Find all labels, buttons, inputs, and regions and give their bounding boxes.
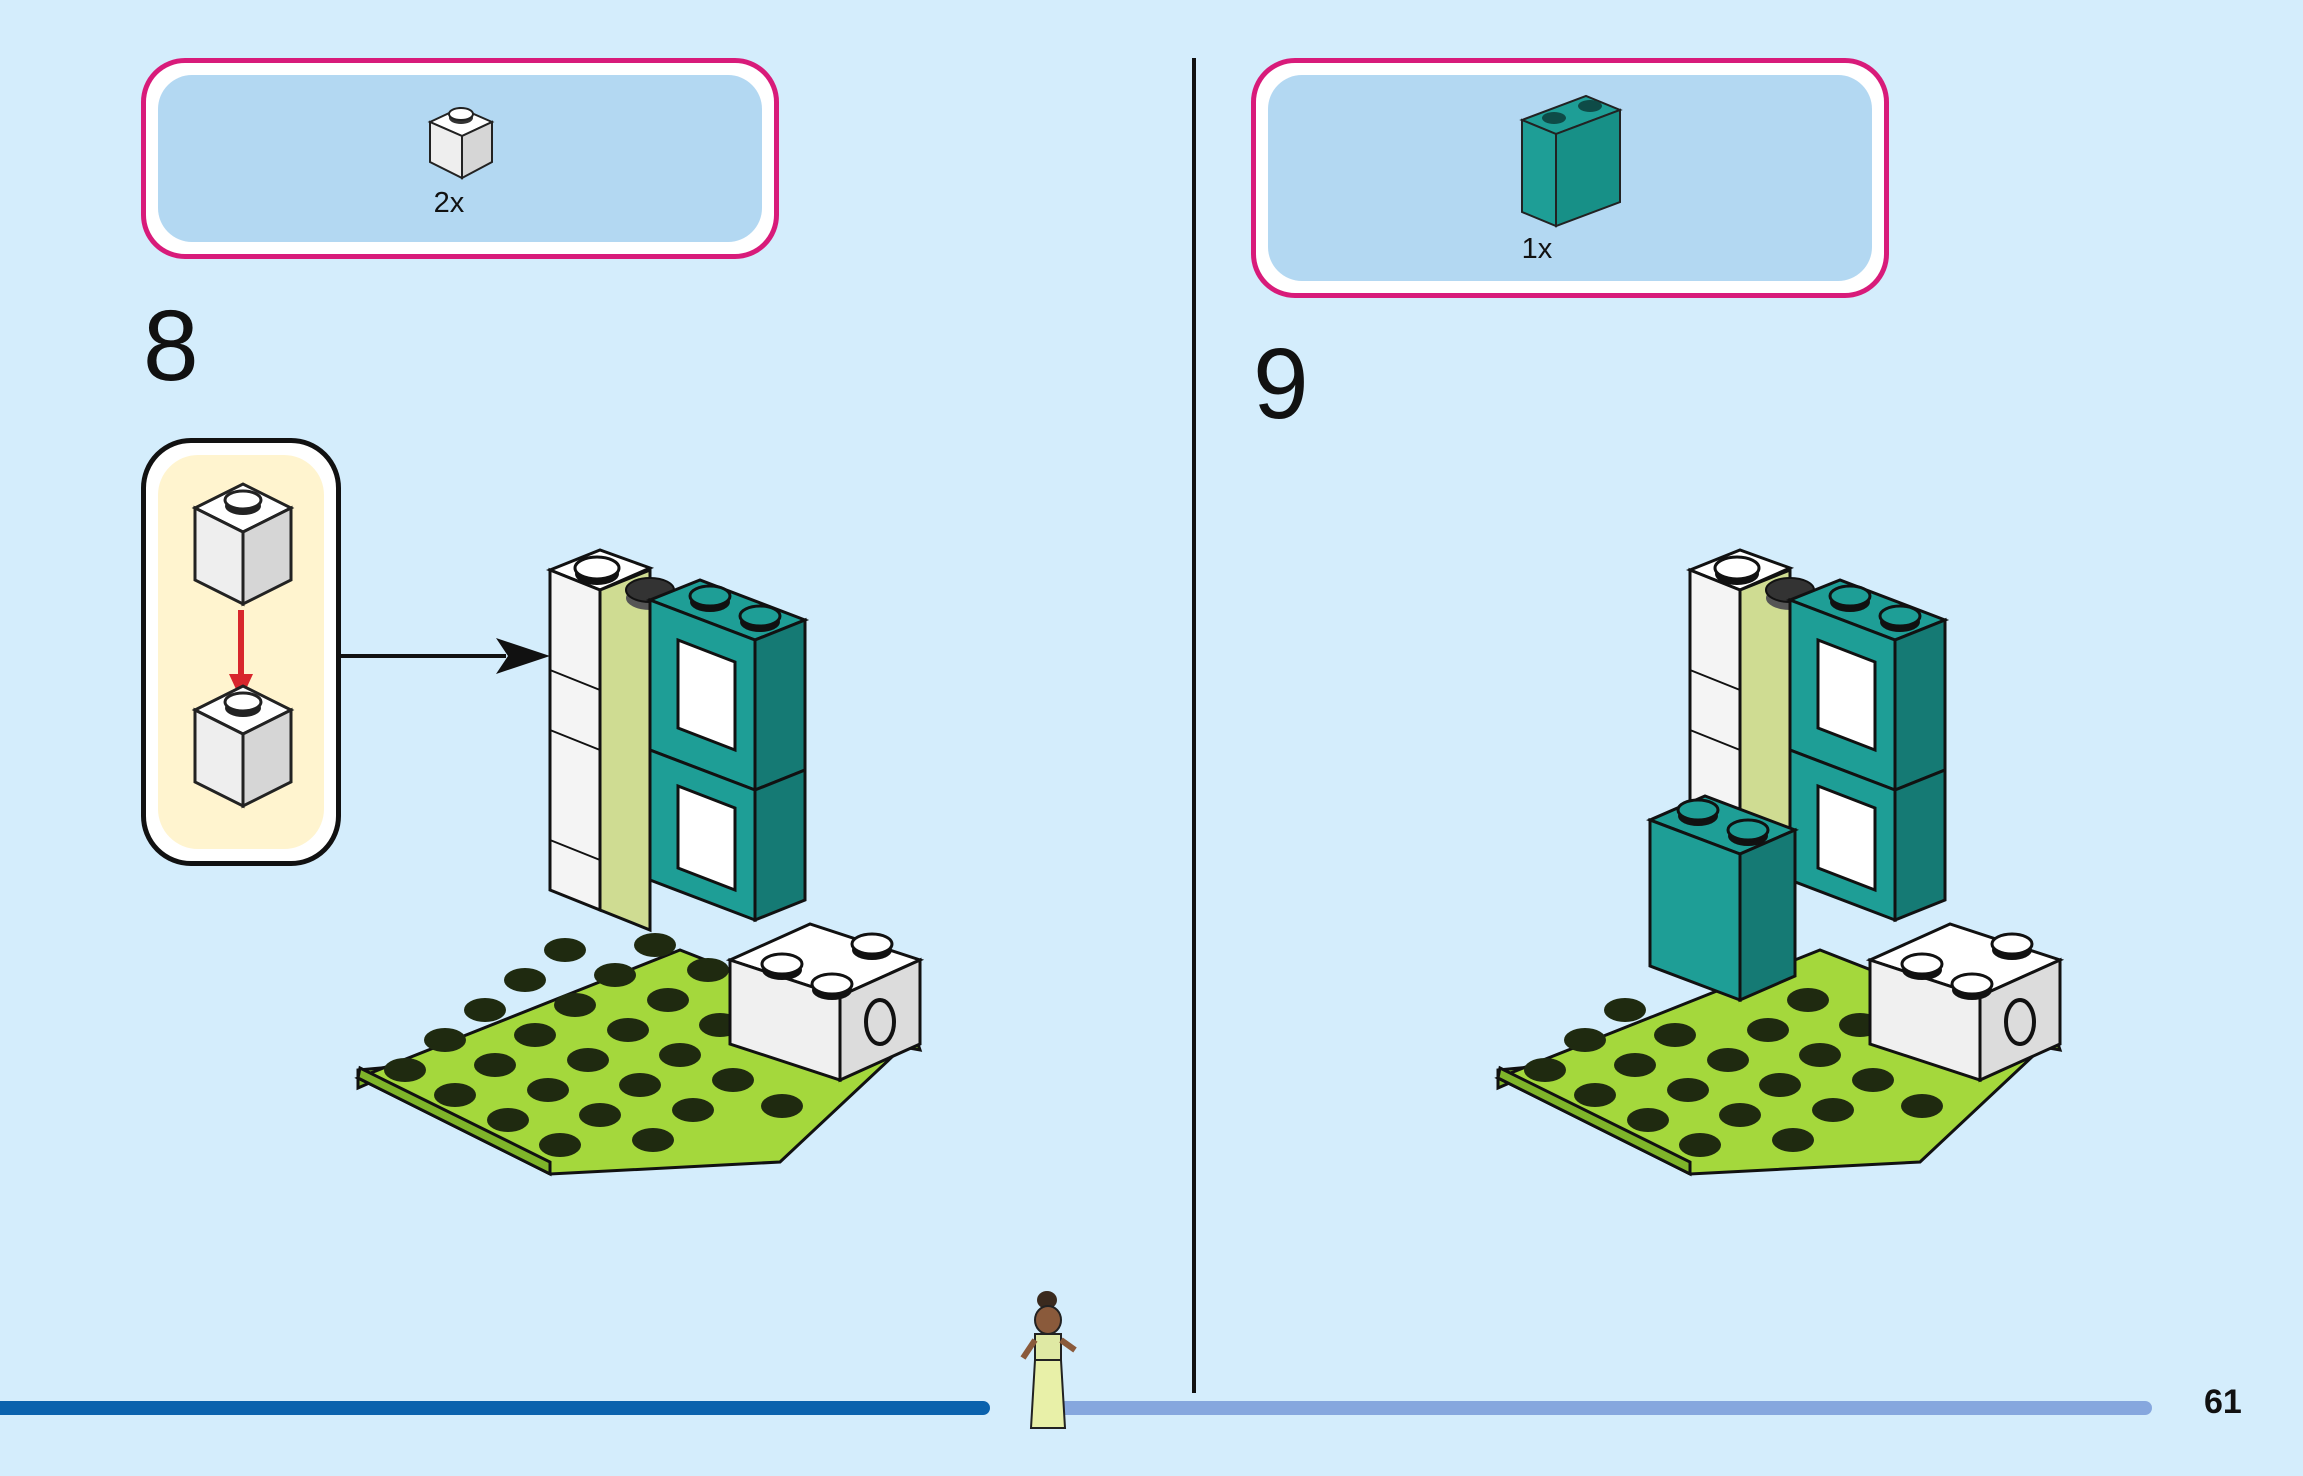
- page-divider: [1192, 58, 1196, 1393]
- minifigure-icon: [1020, 1291, 1077, 1429]
- step-8-parts-quantity: 2x: [433, 187, 465, 219]
- step-9-parts-quantity: 1x: [1521, 233, 1553, 265]
- sub-assembly-illustration: [191, 482, 295, 809]
- teal-1x2x2-brick-icon: [1519, 94, 1623, 228]
- step-9-model-illustration: [1494, 548, 2065, 1177]
- progress-bar-fill: [0, 1401, 990, 1415]
- white-1x1-brick-icon: [427, 106, 495, 180]
- progress-bar-track: [1040, 1401, 2152, 1415]
- step-8-number: 8: [143, 290, 199, 402]
- callout-pointer-arrow: [340, 638, 550, 674]
- page-number: 61: [2204, 1383, 2242, 1421]
- step-8-parts-box: [141, 58, 779, 259]
- step-8-model-illustration: [354, 548, 925, 1177]
- step-9-number: 9: [1253, 328, 1309, 440]
- white-1x1-brick-icon: [191, 684, 295, 809]
- added-teal-brick: [1646, 794, 1799, 1003]
- white-1x1-brick-icon: [191, 482, 295, 607]
